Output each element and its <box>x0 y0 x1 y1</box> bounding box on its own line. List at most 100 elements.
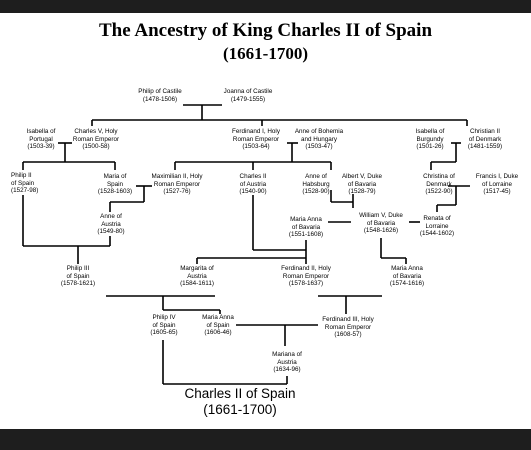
person-dates: (1527-98) <box>11 187 39 195</box>
person-dates: (1517-45) <box>483 188 511 196</box>
person-philip-iv: Philip IV of Spain (1605-65) <box>150 314 177 337</box>
person-name: Isabella of <box>415 128 445 135</box>
person-name: Ferdinand I, Holy <box>232 128 280 135</box>
person-name-line2: Portugal <box>29 135 53 143</box>
person-renata-of-lorraine: Renata of Lorraine (1544-1602) <box>420 215 454 238</box>
person-dates: (1608-57) <box>334 331 362 339</box>
person-maria-of-spain: Maria of Spain (1528-1603) <box>98 173 132 196</box>
person-name-line2: Austria <box>187 272 207 280</box>
person-dates: (1606-46) <box>204 329 232 337</box>
person-charles-v: Charles V, Holy Roman Emperor (1500-58) <box>73 128 119 151</box>
person-name: Christina of <box>423 173 455 180</box>
person-name: Maria of <box>103 173 127 180</box>
person-name-line2: Lorraine <box>425 222 449 230</box>
person-name: Philip of Castile <box>138 88 182 95</box>
person-name-line2: Austria <box>101 220 121 228</box>
person-william-v: William V, Duke of Bavaria (1548-1626) <box>359 212 403 235</box>
diagram-sheet <box>0 13 531 429</box>
person-name: William V, Duke <box>359 212 403 219</box>
person-name: Philip III <box>66 265 90 272</box>
person-dates: (1540-90) <box>239 188 267 196</box>
person-philip-of-castile: Philip of Castile (1478-1506) <box>138 88 181 103</box>
person-name-line2: Roman Emperor <box>282 272 330 280</box>
person-dates: (1578-1637) <box>288 280 324 288</box>
diagram-subtitle: (1661-1700) <box>223 44 308 63</box>
person-maria-anna-of-spain: Maria Anna of Spain (1606-46) <box>202 314 234 337</box>
person-name: Philip IV <box>152 314 176 321</box>
person-name: Anne of <box>305 173 327 180</box>
person-ferdinand-iii: Ferdinand III, Holy Roman Emperor (1608-… <box>322 316 373 339</box>
person-dates: (1605-65) <box>150 329 178 337</box>
person-name-line2: of Spain <box>206 321 230 329</box>
person-name-line2: Burgundy <box>416 135 444 143</box>
diagram-title: The Ancestry of King Charles II of Spain <box>98 20 433 41</box>
person-dates: (1544-1602) <box>419 230 455 238</box>
person-name-line2: of Bavaria <box>291 223 321 231</box>
person-name-line2: Spain <box>106 180 124 188</box>
person-maria-anna-of-bavaria: Maria Anna of Bavaria (1551-1608) <box>289 216 323 239</box>
root-dates: (1661-1700) <box>203 402 277 417</box>
person-name: Isabella of <box>26 128 56 135</box>
person-ferdinand-i: Ferdinand I, Holy Roman Emperor (1503-64… <box>232 128 280 151</box>
person-name: Ferdinand II, Holy <box>281 265 331 272</box>
person-name: Maximilian II, Holy <box>151 173 203 180</box>
person-dates: (1584-1611) <box>180 280 214 288</box>
person-name: Charles V, Holy <box>74 128 118 135</box>
person-isabella-of-burgundy: Isabella of Burgundy (1501-26) <box>416 128 445 151</box>
person-maria-anna-of-bavaria-2: Maria Anna of Bavaria (1574-1616) <box>390 265 424 288</box>
root-name: Charles II of Spain <box>184 386 296 401</box>
person-name-line2: and Hungary <box>300 135 338 143</box>
person-name: Ferdinand III, Holy <box>322 316 374 323</box>
person-name-line2: of Denmark <box>468 135 502 143</box>
person-name: Francis I, Duke <box>475 173 519 180</box>
person-christina-of-denmark: Christina of Denmark (1522-90) <box>423 173 455 196</box>
person-dates: (1501-26) <box>416 143 444 151</box>
person-dates: (1503-47) <box>305 143 333 151</box>
person-name: Charles II <box>239 173 267 180</box>
person-name: Albert V, Duke <box>341 173 383 180</box>
person-dates: (1500-58) <box>82 143 110 151</box>
person-anne-of-bohemia: Anne of Bohemia and Hungary (1503-47) <box>295 128 343 151</box>
person-dates: (1478-1506) <box>142 95 178 103</box>
person-name-line2: of Lorraine <box>481 180 513 188</box>
person-dates: (1634-96) <box>273 366 301 374</box>
person-name-line2: of Spain <box>11 179 35 187</box>
person-margarita-of-austria: Margarita of Austria (1584-1611) <box>180 265 214 288</box>
person-name: Philip II <box>11 172 32 179</box>
person-name: Maria Anna <box>391 265 423 272</box>
person-name: Anne of Bohemia <box>294 128 344 135</box>
person-name-line2: Austria <box>277 358 297 366</box>
person-dates: (1503-64) <box>242 143 270 151</box>
person-name: Maria Anna <box>202 314 234 321</box>
person-name-line2: Roman Emperor <box>324 323 372 331</box>
person-name-line2: Roman Emperor <box>153 180 201 188</box>
person-philip-iii: Philip III of Spain (1578-1621) <box>61 265 95 288</box>
person-joanna-of-castile: Joanna of Castile (1479-1555) <box>224 88 273 103</box>
person-dates: (1527-76) <box>163 188 191 196</box>
person-dates: (1549-80) <box>97 228 125 236</box>
person-christian-ii: Christian II of Denmark (1481-1559) <box>468 128 502 151</box>
person-dates: (1578-1621) <box>60 280 96 288</box>
person-dates: (1481-1559) <box>467 143 503 151</box>
person-name: Renata of <box>423 215 451 222</box>
person-dates: (1479-1555) <box>230 95 266 103</box>
person-name-line2: of Bavaria <box>392 272 422 280</box>
person-name-line2: of Bavaria <box>347 180 377 188</box>
person-philip-ii: Philip II of Spain (1527-98) <box>11 172 38 195</box>
person-name-line2: of Spain <box>152 321 176 329</box>
person-ferdinand-ii: Ferdinand II, Holy Roman Emperor (1578-1… <box>281 265 331 288</box>
person-francis-i-lorraine: Francis I, Duke of Lorraine (1517-45) <box>476 173 518 196</box>
person-name: Margarita of <box>180 265 214 272</box>
person-name: Maria Anna <box>290 216 322 223</box>
person-dates: (1503-39) <box>27 143 55 151</box>
person-dates: (1528-79) <box>348 188 376 196</box>
person-dates: (1522-90) <box>425 188 453 196</box>
person-albert-v: Albert V, Duke of Bavaria (1528-79) <box>342 173 382 196</box>
person-dates: (1574-1616) <box>389 280 425 288</box>
person-name-line2: Roman Emperor <box>72 135 120 143</box>
person-charles-ii-of-spain: Charles II of Spain (1661-1700) <box>165 386 315 418</box>
person-name-line2: Roman Emperor <box>232 135 280 143</box>
person-anne-of-austria: Anne of Austria (1549-80) <box>97 213 124 236</box>
person-name: Anne of <box>100 213 122 220</box>
